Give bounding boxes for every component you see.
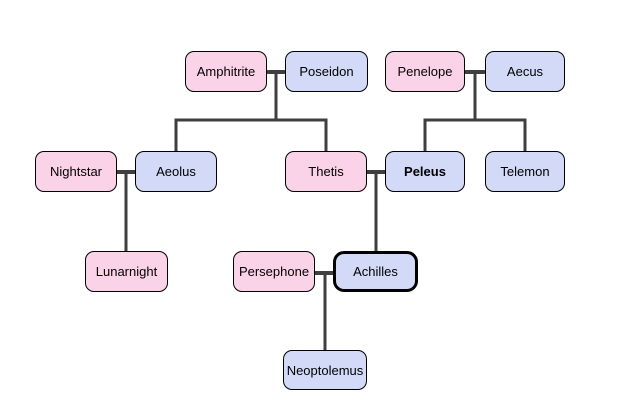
node-nightstar[interactable]: Nightstar (35, 151, 117, 192)
node-label: Amphitrite (196, 64, 256, 79)
node-thetis[interactable]: Thetis (285, 151, 367, 192)
node-label: Telemon (500, 164, 550, 179)
node-label: Nightstar (49, 164, 103, 179)
node-label: Poseidon (299, 64, 354, 79)
node-label: Achilles (353, 264, 398, 279)
node-label: Peleus (404, 164, 446, 179)
node-label: Persephone (238, 264, 310, 279)
node-label: Aeolus (156, 164, 196, 179)
node-aeolus[interactable]: Aeolus (135, 151, 217, 192)
node-label: Lunarnight (95, 264, 158, 279)
node-penelope[interactable]: Penelope (385, 51, 465, 92)
node-label: Neoptolemus (286, 362, 364, 378)
node-amphitrite[interactable]: Amphitrite (185, 51, 267, 92)
node-label: Penelope (397, 64, 453, 79)
node-persephone[interactable]: Persephone (233, 251, 315, 292)
node-telemon[interactable]: Telemon (485, 151, 565, 192)
node-achilles[interactable]: Achilles (333, 251, 418, 292)
node-neoptolemus[interactable]: Neoptolemus (283, 350, 367, 390)
node-label: Aecus (506, 64, 544, 79)
node-peleus[interactable]: Peleus (385, 151, 465, 192)
node-lunarnight[interactable]: Lunarnight (85, 251, 168, 292)
node-poseidon[interactable]: Poseidon (285, 51, 368, 92)
node-label: Thetis (308, 164, 344, 179)
node-aecus[interactable]: Aecus (485, 51, 565, 92)
